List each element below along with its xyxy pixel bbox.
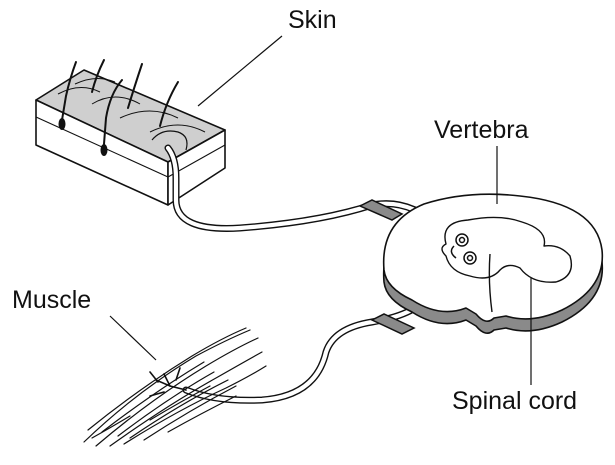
muscle-label: Muscle	[12, 288, 91, 313]
skin-block	[36, 70, 225, 205]
skin-leader-line	[198, 36, 282, 106]
vertebra	[384, 194, 603, 333]
spinal-cord-label: Spinal cord	[452, 389, 577, 414]
muscle-leader-line	[110, 316, 156, 360]
skin-label: Skin	[288, 8, 337, 33]
vertebra-label: Vertebra	[434, 118, 529, 143]
